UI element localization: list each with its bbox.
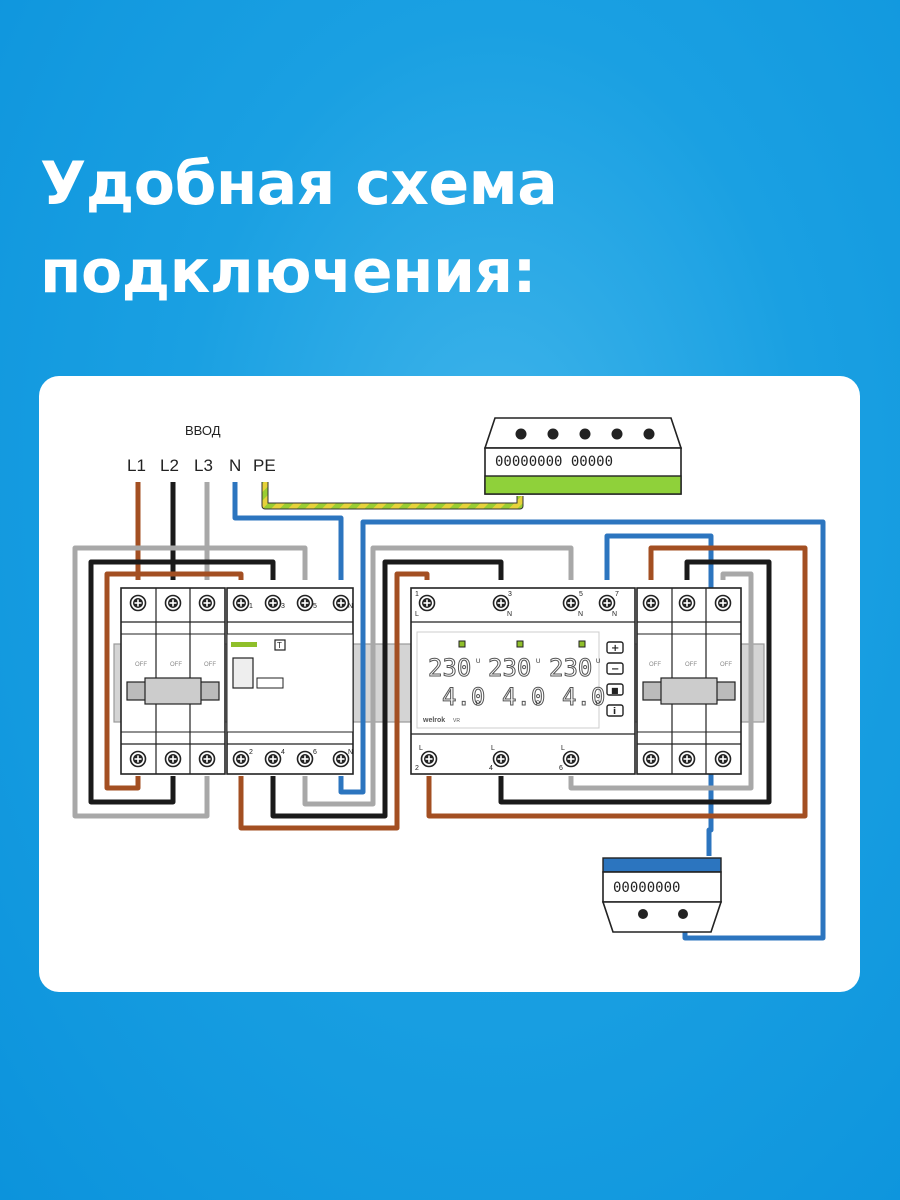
voltage-unit-1: U [476,659,480,665]
internal-wires [72,519,826,941]
rcd-test-label: T [277,641,282,650]
breaker-off-label-2: OFF [170,662,182,668]
relay-bottom-num-1: 2 [415,765,419,772]
input-breaker-3p: OFF OFF OFF [120,587,226,775]
power-reading-2: 4.0 [502,683,545,711]
phase-led-icon-2 [516,640,524,648]
relay-bottom-num-3: 6 [559,765,563,772]
minus-button [606,662,624,675]
menu-button [606,683,624,696]
input-wires [135,482,524,580]
input-label: ВВОД [185,423,221,438]
power-unit-3: P [596,701,600,707]
power-reading-3: 4.0 [562,683,605,711]
rcd-bottom-num-4: N [348,749,353,756]
headline-line-1: Удобная схема [40,149,558,219]
power-unit-2: P [536,701,540,707]
relay-top-num-3: 5 [579,591,583,598]
n-bus-digits: 00000000 [613,880,680,896]
voltage-reading-1: 230 [428,654,471,682]
rcd-top-num-3: 5 [313,603,317,610]
breaker-off-label-1: OFF [135,662,147,668]
pe-bus-bar: 00000000 00000 [483,417,683,495]
out-breaker-off-label-2: OFF [685,662,697,668]
breaker-off-label-3: OFF [204,662,216,668]
relay-brand: welrok [422,717,445,724]
output-breaker-3p: OFF OFF OFF [636,587,742,775]
relay-top-num-1: 1 [415,591,419,598]
plus-button [606,641,624,654]
terminal-n: N [229,456,241,475]
pe-bus-digits: 00000000 00000 [495,454,613,470]
relay-bottom-num-2: 4 [489,765,493,772]
rcd-4p: T 1 3 5 N 2 4 6 N [226,587,354,775]
wiring-diagram: OFF OFF OFF T 1 3 5 N 2 4 6 N 1 3 5 7 [72,417,826,941]
n-bus-bar: 00000000 [601,857,723,933]
rcd-top-num-1: 1 [249,603,253,610]
rcd-top-num-2: 3 [281,603,285,610]
rcd-top-num-4: N [348,603,353,610]
relay-model: VR [453,718,460,724]
out-breaker-off-label-3: OFF [720,662,732,668]
voltage-reading-3: 230 [549,654,592,682]
terminal-l3: L3 [194,456,213,475]
voltage-unit-2: U [536,659,540,665]
rcd-bottom-num-1: 2 [249,749,253,756]
relay-l-bottom-3: L [561,745,565,752]
voltage-unit-3: U [596,659,600,665]
relay-n-top-3: N [612,611,617,618]
relay-l-bottom-2: L [491,745,495,752]
relay-l-bottom-1: L [419,745,423,752]
out-breaker-off-label-1: OFF [649,662,661,668]
rcd-bottom-num-2: 4 [281,749,285,756]
terminal-l2: L2 [160,456,179,475]
minus-button-label: − [611,664,619,675]
relay-top-num-4: 7 [615,591,619,598]
wire-pe [261,482,524,510]
voltage-reading-2: 230 [488,654,531,682]
power-reading-1: 4.0 [442,683,485,711]
voltage-relay: 1 3 5 7 L N N N 2 4 6 L L L 230 230 230 … [410,587,636,775]
relay-l-top: L [415,611,419,618]
rcd-bottom-num-3: 6 [313,749,317,756]
headline-line-2: подключения: [40,237,537,307]
terminal-l1: L1 [127,456,146,475]
phase-led-icon-1 [458,640,466,648]
phase-led-icon-3 [578,640,586,648]
relay-n-top-2: N [578,611,583,618]
headline: Удобная схема подключения: [40,140,860,316]
plus-button-label: + [611,643,619,654]
info-button [606,704,624,717]
power-unit-1: P [476,701,480,707]
wire-n [232,482,344,580]
info-button-label: i [613,707,616,717]
menu-button-label: ■ [611,686,619,695]
diagram-card: OFF OFF OFF T 1 3 5 N 2 4 6 N 1 3 5 7 [39,376,860,992]
relay-buttons: + − ■ i [606,641,624,717]
relay-n-top-1: N [507,611,512,618]
relay-top-num-2: 3 [508,591,512,598]
terminal-pe: PE [253,456,276,475]
